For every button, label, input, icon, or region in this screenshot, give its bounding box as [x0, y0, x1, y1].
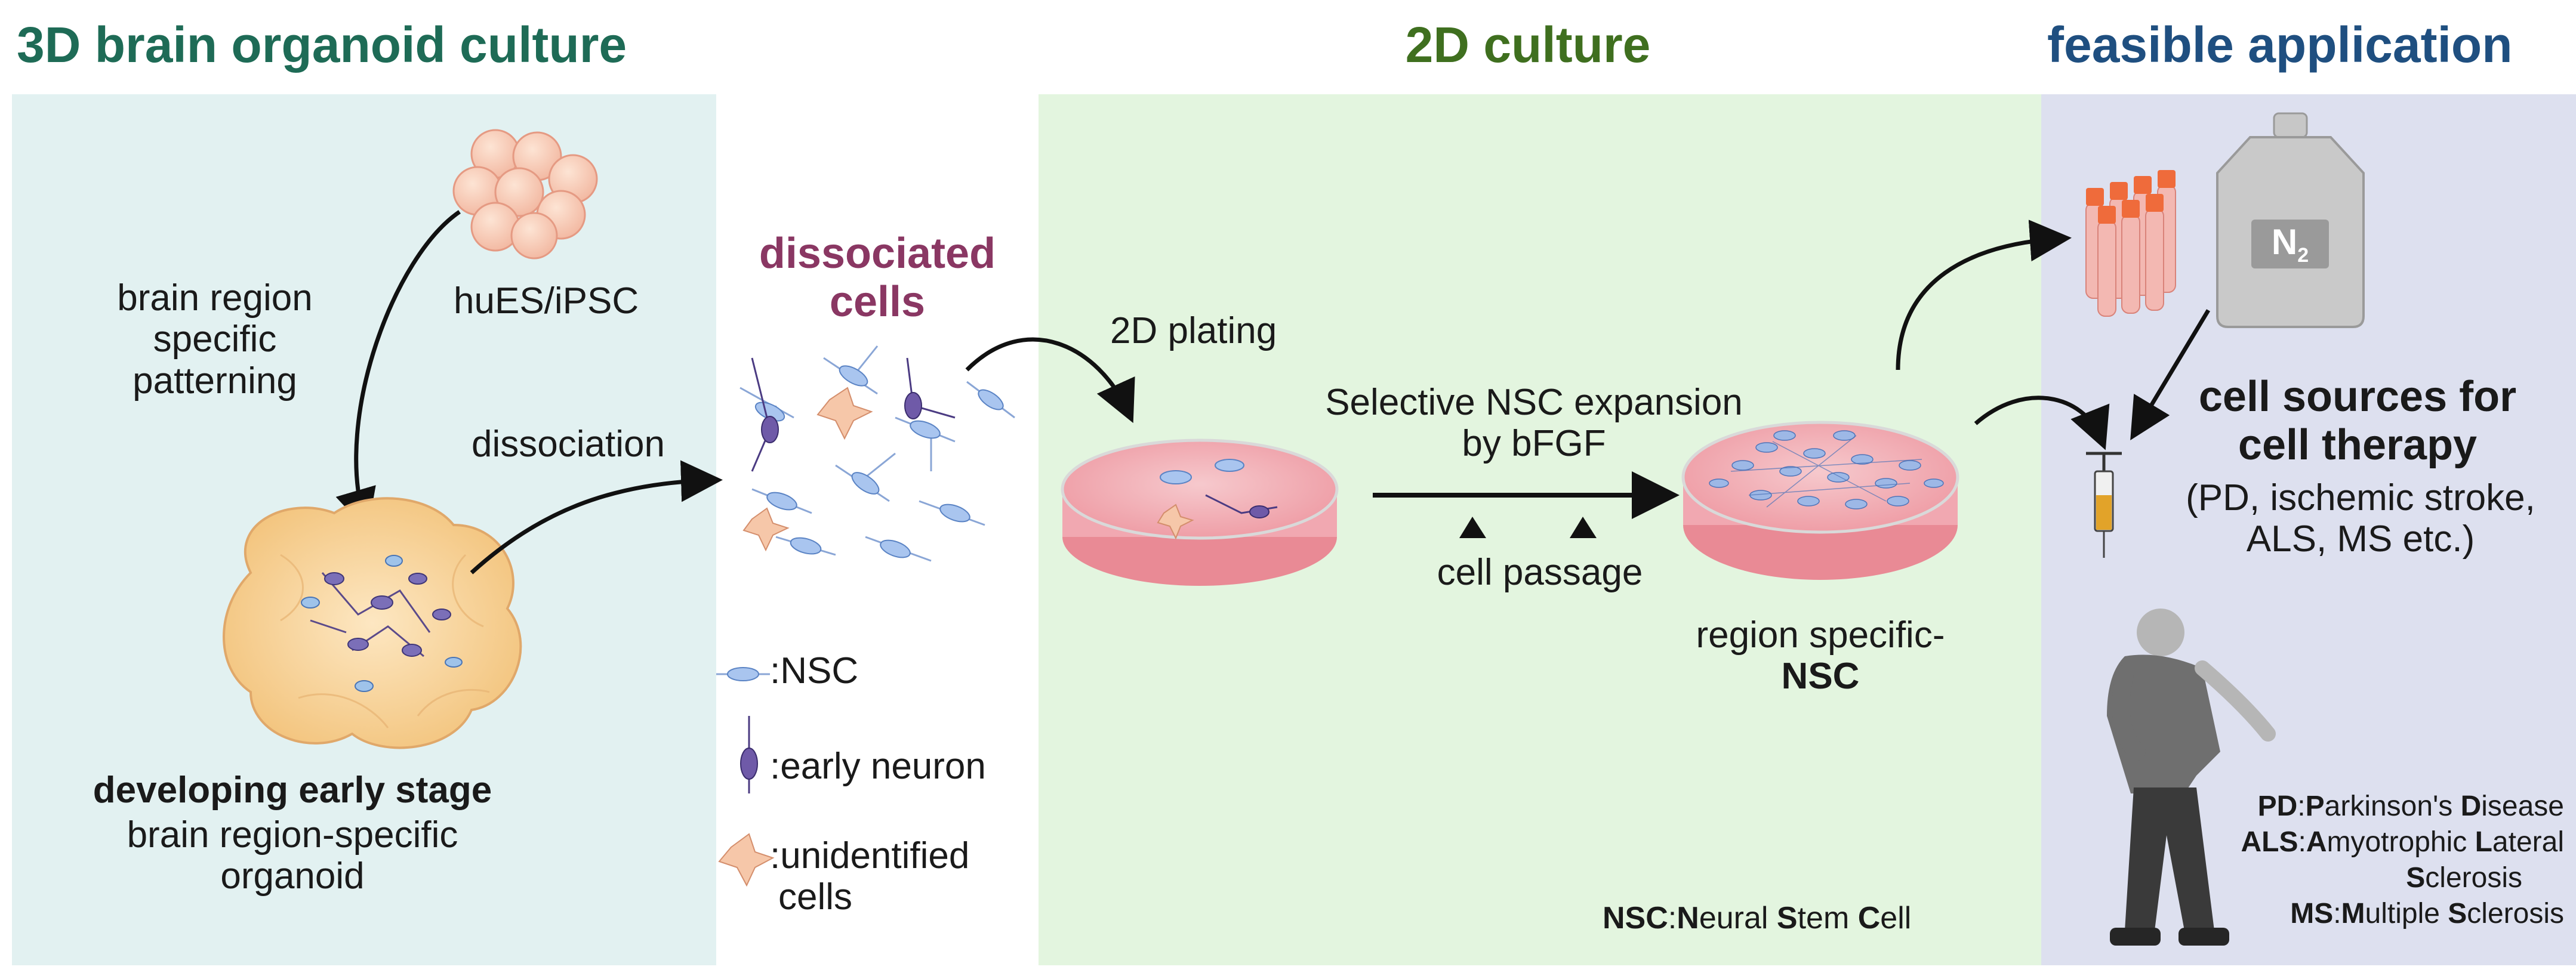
cryovials-icon: [2085, 170, 2176, 317]
legend-early-neuron-label: :early neuron: [770, 746, 986, 787]
abbr-als-ateral: ateral: [2492, 826, 2564, 858]
syringe-icon: [2086, 452, 2122, 558]
liquid-nitrogen-tank-icon: [2216, 112, 2365, 328]
petri-dish-2d-icon: [1061, 438, 1339, 586]
petri-dish-nsc-icon: [1681, 421, 1959, 580]
n2-letter: N: [2271, 222, 2298, 262]
abbr-ms-s: S: [2448, 898, 2467, 929]
nsc-eural: eural: [1699, 901, 1777, 935]
abbr-ms-clerosis: clerosis: [2467, 898, 2564, 929]
legend-nsc-label: :NSC: [770, 650, 859, 691]
abbr-pd: PD:Parkinson's Disease: [2257, 790, 2564, 822]
expansion-line-1: Selective NSC expansion: [1325, 382, 1743, 423]
abbr-als-sclerosis: Sclerosis: [2406, 862, 2522, 894]
abbr-ms-key: MS: [2290, 898, 2334, 929]
abbr-ms: MS:Multiple Sclerosis: [2290, 898, 2564, 929]
abbr-pd-d: D: [2460, 790, 2482, 822]
plating-arrow: [965, 337, 1135, 424]
therapy-title-line-1: cell sources for: [2198, 373, 2517, 421]
dissociation-arrow: [470, 460, 723, 575]
expansion-label: Selective NSC expansion by bFGF: [1313, 382, 1755, 465]
dissociated-cells-icon: [739, 345, 1015, 562]
abbr-ms-m: M: [2341, 898, 2365, 929]
dissociated-cells-title: dissociated cells: [722, 230, 1033, 326]
nsc-n: N: [1677, 901, 1699, 935]
header-organoid: 3D brain organoid culture: [17, 17, 627, 73]
nsc-s: S: [1776, 901, 1798, 935]
legend-unidentified-line-2: cells: [778, 876, 853, 918]
plating-label: 2D plating: [1110, 310, 1277, 351]
patterning-arrow: [335, 210, 461, 532]
abbr-pd-isease: isease: [2481, 790, 2564, 822]
abbr-als-a: A: [2306, 826, 2327, 858]
organoid-subtitle-line-1: brain region-specific: [127, 814, 458, 856]
passage-label: cell passage: [1437, 552, 1643, 593]
n2-subscript: 2: [2297, 244, 2309, 267]
header-2d-culture: 2D culture: [1405, 17, 1651, 73]
diseases-line-2: ALS, MS etc.): [2246, 518, 2475, 560]
nsc-sep: :: [1668, 901, 1677, 935]
patient-icon: [2107, 609, 2276, 946]
abbr-ms-ultiple: ultiple: [2365, 898, 2448, 929]
patterning-line-1: brain region: [117, 277, 313, 319]
nsc-c: C: [1857, 901, 1881, 935]
expansion-line-2: by bFGF: [1462, 423, 1606, 465]
region-specific-nsc: NSC: [1781, 656, 1860, 697]
therapy-arrow: [1974, 396, 2110, 450]
stem-cell-cluster-icon: [452, 129, 598, 260]
legend-nsc-icon: [716, 667, 770, 681]
therapy-title: cell sources for cell therapy: [2143, 373, 2572, 469]
region-specific-line: region specific-: [1696, 614, 1945, 656]
abbr-pd-arkinson: arkinson's: [2324, 790, 2461, 822]
organoid-title: developing early stage: [93, 770, 492, 811]
dissociated-title-line-2: cells: [829, 277, 926, 326]
abbr-als-key: ALS: [2241, 826, 2298, 858]
dissociated-title-line-1: dissociated: [759, 230, 996, 277]
patterning-line-2: specific: [153, 319, 277, 360]
therapy-title-line-2: cell therapy: [2238, 421, 2478, 469]
storage-arrow: [1896, 220, 2072, 370]
header-application: feasible application: [2047, 17, 2513, 73]
abbr-als-clerosis: clerosis: [2425, 862, 2522, 894]
legend-unidentified-label: :unidentified cells: [770, 835, 969, 918]
storage-to-syringe-arrow: [2130, 309, 2211, 441]
diseases-list: (PD, ischemic stroke, ALS, MS etc.): [2149, 477, 2572, 560]
abbr-pd-p: P: [2305, 790, 2325, 822]
diseases-line-1: (PD, ischemic stroke,: [2186, 477, 2535, 518]
abbr-als-s: S: [2406, 862, 2426, 894]
organoid-subtitle-line-2: organoid: [220, 856, 365, 897]
abbr-pd-key: PD: [2257, 790, 2298, 822]
patterning-line-3: patterning: [133, 360, 297, 402]
n2-label: N2: [2251, 222, 2329, 267]
organoid-subtitle: brain region-specific organoid: [48, 814, 537, 897]
abbr-als-myotrophic: myotrophic: [2327, 826, 2475, 858]
legend-unidentified-line-1: :unidentified: [770, 835, 970, 876]
nsc-tem: tem: [1797, 901, 1858, 935]
organoid-icon: [223, 497, 522, 749]
abbr-als-l: L: [2475, 826, 2492, 858]
passage-marker-1: [1459, 517, 1486, 538]
nsc-abbr: NSC: [1603, 901, 1668, 935]
patterning-label: brain region specific patterning: [90, 277, 340, 402]
abbr-als: ALS:Amyotrophic Lateral: [2241, 826, 2564, 858]
legend-early-neuron-icon: [740, 716, 758, 793]
dissociation-label: dissociation: [472, 424, 665, 465]
passage-marker-2: [1570, 517, 1597, 538]
legend-unidentified-icon: [718, 833, 775, 887]
stem-cells-label: huES/iPSC: [454, 280, 639, 322]
nsc-ell: ell: [1880, 901, 1912, 935]
nsc-definition: NSC:Neural Stem Cell: [1603, 901, 1911, 935]
region-specific-nsc-label: region specific- NSC: [1659, 614, 1982, 697]
